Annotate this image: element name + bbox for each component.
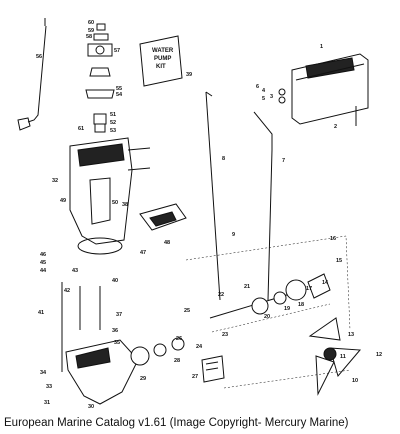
part-label: 58	[86, 34, 92, 40]
part-label: 3	[270, 94, 273, 100]
part-label: 17	[306, 286, 312, 292]
part-label: 31	[44, 400, 50, 406]
part-label: 6	[256, 84, 259, 90]
part-label: 52	[110, 120, 116, 126]
shift-rod-linkage	[253, 111, 273, 301]
part-label: 21	[244, 284, 250, 290]
part-label: 10	[352, 378, 358, 384]
studs	[79, 286, 101, 330]
gearcase-housing	[69, 137, 151, 245]
image-caption: European Marine Catalog v1.61 (Image Cop…	[4, 417, 349, 429]
part-label: 60	[88, 20, 94, 26]
part-label: 47	[140, 250, 146, 256]
part-label: 26	[176, 336, 182, 342]
propeller-shaft-assembly	[130, 273, 331, 366]
part-label: 5	[262, 96, 265, 102]
gasket	[77, 237, 123, 255]
drive-shaft	[205, 91, 221, 301]
part-labels: 1 2 3 4 5 6 7 8 9 10 11 12 13 14 15 16 1…	[36, 20, 382, 410]
part-label: 19	[284, 306, 290, 312]
part-label: 16	[330, 236, 336, 242]
part-label: 36	[112, 328, 118, 334]
part-label: 33	[46, 384, 52, 390]
guide-lines	[185, 235, 351, 389]
part-label: 13	[348, 332, 354, 338]
part-label: 9	[232, 232, 235, 238]
part-label: 55	[116, 86, 122, 92]
kit-text-line: PUMP	[154, 56, 171, 62]
part-label: 7	[282, 158, 285, 164]
shift-rod	[17, 18, 47, 131]
part-label: 41	[38, 310, 44, 316]
water-pump-assembly	[85, 23, 115, 133]
trim-tab	[139, 203, 187, 231]
part-label: 39	[186, 72, 192, 78]
water-pump-kit-box: WATER PUMP KIT	[139, 35, 183, 87]
part-label: 59	[88, 28, 94, 34]
part-label: 49	[60, 198, 66, 204]
propeller	[308, 317, 362, 396]
part-label: 50	[112, 200, 118, 206]
part-label: 20	[264, 314, 270, 320]
part-label: 53	[110, 128, 116, 134]
part-label: 35	[114, 340, 120, 346]
part-label: 15	[336, 258, 342, 264]
part-label: 4	[262, 88, 266, 94]
part-label: 38	[122, 202, 128, 208]
part-label: 8	[222, 156, 225, 162]
part-label: 14	[322, 280, 329, 286]
part-label: 51	[110, 112, 116, 118]
part-label: 54	[116, 92, 123, 98]
part-label: 18	[298, 302, 304, 308]
cover-fasteners	[278, 88, 357, 126]
part-label: 11	[340, 354, 346, 360]
part-label: 25	[184, 308, 190, 314]
part-label: 12	[376, 352, 382, 358]
part-label: 44	[40, 268, 47, 274]
lower-unit-exploded-diagram: WATER PUMP KIT	[17, 18, 382, 410]
part-label: 37	[116, 312, 122, 318]
part-label: 32	[52, 178, 58, 184]
part-label: 42	[64, 288, 70, 294]
part-label: 29	[140, 376, 146, 382]
part-label: 48	[164, 240, 170, 246]
lower-gearcase	[65, 339, 139, 405]
part-label: 27	[192, 374, 198, 380]
part-label: 56	[36, 54, 42, 60]
part-label: 24	[196, 344, 203, 350]
part-label: 61	[78, 126, 84, 132]
kit-text-line: WATER	[152, 48, 174, 54]
part-label: 40	[112, 278, 118, 284]
part-label: 23	[222, 332, 228, 338]
part-label: 2	[334, 124, 337, 130]
part-label: 46	[40, 252, 46, 258]
seal-kit-box	[201, 355, 225, 383]
part-label: 30	[88, 404, 94, 410]
part-label: 28	[174, 358, 180, 364]
part-label: 43	[72, 268, 78, 274]
part-label: 1	[320, 44, 323, 50]
part-label: 57	[114, 48, 120, 54]
part-label: 22	[218, 292, 224, 298]
kit-text-line: KIT	[156, 64, 166, 70]
part-label: 34	[40, 370, 47, 376]
top-cowl	[291, 53, 369, 125]
part-label: 45	[40, 260, 46, 266]
